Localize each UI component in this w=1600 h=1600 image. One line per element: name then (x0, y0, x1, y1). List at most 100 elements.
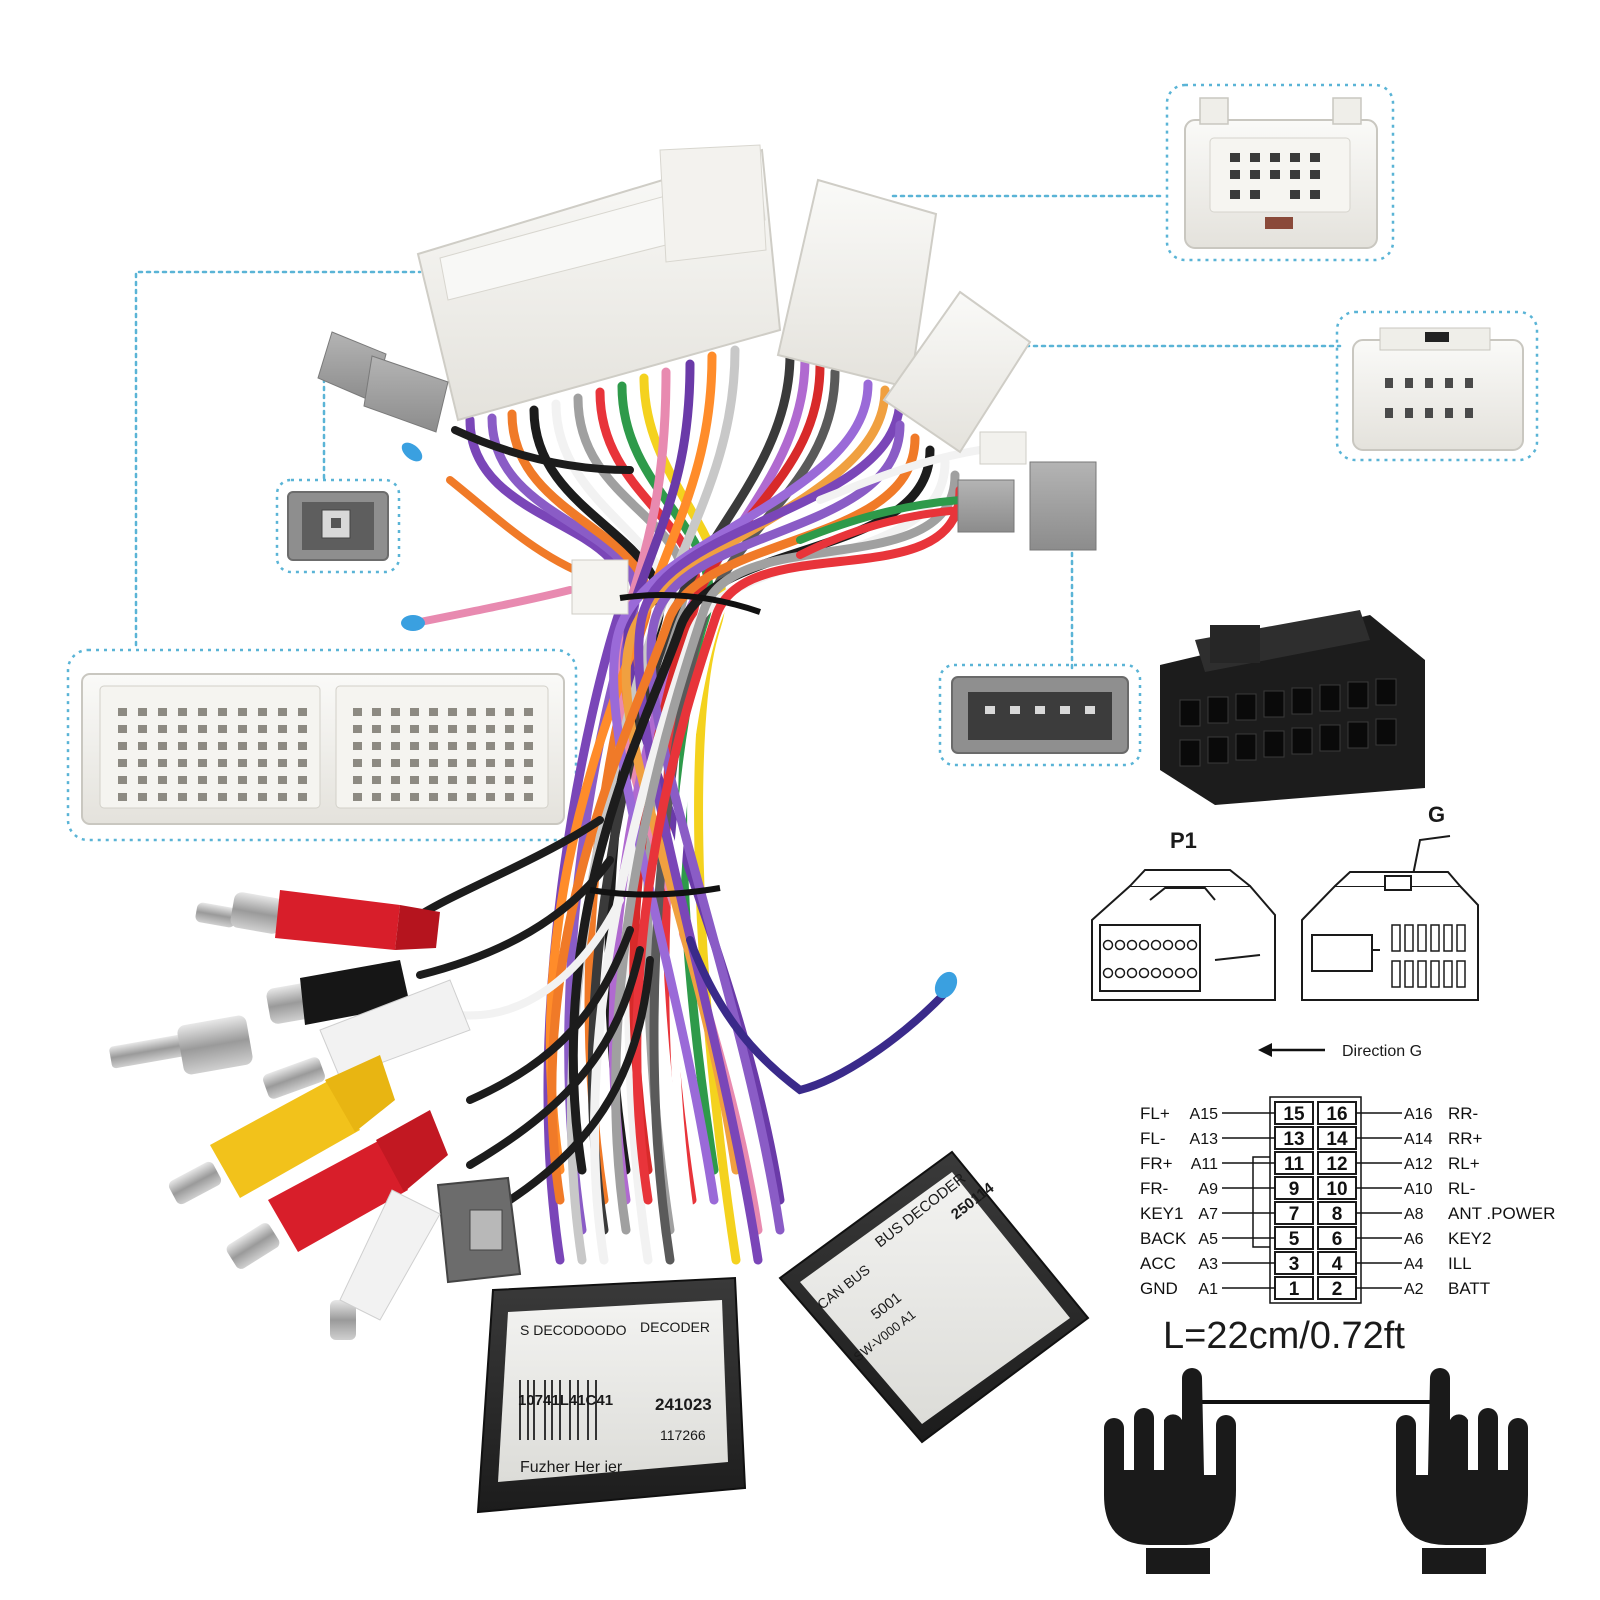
connector-pin-cavity (372, 793, 381, 801)
connector-pin-cavity (353, 742, 362, 750)
harness-wire-branch (796, 506, 964, 559)
connector-pin-cavity (238, 725, 247, 733)
connector-pin-cavity (278, 725, 287, 733)
connector-pin-cavity (178, 776, 187, 784)
g-pin-slot (1456, 924, 1466, 952)
pin-code: A13 (1190, 1131, 1219, 1148)
connector-pin-cavity (391, 725, 400, 733)
pin-code: A9 (1198, 1181, 1218, 1198)
p1-pin-hole (1114, 967, 1126, 979)
pin-signal: KEY1 (1140, 1204, 1183, 1223)
connector-pin-cavity (429, 725, 438, 733)
pin-number: 16 (1326, 1104, 1347, 1125)
pin-signal: BACK (1140, 1229, 1187, 1248)
harness-grey-connectors (317, 331, 1097, 1284)
connector-pin-cavity (372, 725, 381, 733)
pin-signal: FL- (1140, 1129, 1166, 1148)
harness-wire-branch (416, 816, 604, 919)
pin-number: 6 (1332, 1229, 1343, 1250)
p1-pin-hole (1102, 967, 1114, 979)
connector-pin-cavity (138, 759, 147, 767)
connector-pin-cavity (353, 793, 362, 801)
wire-harness (416, 345, 984, 1265)
connector-closeup-top-right (1165, 83, 1395, 262)
connector-pin-cavity (118, 725, 127, 733)
connector-pin-cavity (298, 742, 307, 750)
connector-pin-cavity (486, 793, 495, 801)
connector-pin-cavity (218, 776, 227, 784)
harness-wire-branch (506, 956, 654, 1204)
pin-code: A7 (1198, 1206, 1218, 1223)
g-pin-slot (1430, 960, 1440, 988)
connector-pin-cavity (467, 725, 476, 733)
pin-signal: KEY2 (1448, 1229, 1491, 1248)
connector-pin-cavity (372, 776, 381, 784)
pin-number: 8 (1332, 1204, 1343, 1225)
pin-number: 2 (1332, 1279, 1343, 1300)
connector-pin-cavity (505, 708, 514, 716)
connector-pin-cavity (410, 793, 419, 801)
harness-wire (609, 379, 873, 1205)
pin-number: 1 (1289, 1279, 1300, 1300)
pin-number: 12 (1326, 1154, 1347, 1175)
rca-plugs (109, 890, 471, 1340)
connector-pin-cavity (486, 708, 495, 716)
pin-number: 9 (1289, 1179, 1300, 1200)
connector-pin-cavity (158, 793, 167, 801)
connector-closeup-right-grey (938, 663, 1142, 767)
pinout-outline (1269, 1096, 1362, 1304)
connector-pin-cavity (238, 793, 247, 801)
pin-signal: ACC (1140, 1254, 1176, 1273)
harness-wire (646, 420, 905, 1235)
connector-pin-cavity (198, 708, 207, 716)
connector-pin-cavity (391, 708, 400, 716)
harness-wire-branch (816, 446, 984, 504)
pinout-key-tab (1252, 1156, 1270, 1248)
pin-number: 15 (1283, 1104, 1305, 1125)
pin-code: A5 (1198, 1231, 1218, 1248)
direction-label: Direction G (1342, 1043, 1422, 1060)
connector-pin-cavity (524, 793, 533, 801)
p1-connector-drawing: P1 (1091, 828, 1276, 1001)
p1-pin-hole (1186, 967, 1198, 979)
connector-pin-cavity (486, 776, 495, 784)
connector-pin-cavity (353, 759, 362, 767)
g-pin-slot (1443, 924, 1453, 952)
connector-pin-cavity (218, 759, 227, 767)
harness-white-connectors (416, 144, 1032, 615)
connector-pin-cavity (429, 793, 438, 801)
pin-code: A11 (1191, 1156, 1218, 1173)
connector-pin-cavity (118, 742, 127, 750)
connector-pin-cavity (298, 776, 307, 784)
connector-pin-cavity (410, 725, 419, 733)
connector-pin-cavity (448, 742, 457, 750)
connector-pin-cavity (178, 725, 187, 733)
p1-pin-hole (1162, 967, 1174, 979)
wire-probe-tips (401, 442, 958, 999)
connector-pin-cavity (238, 759, 247, 767)
pin-number: 3 (1289, 1254, 1300, 1275)
p1-pin-hole (1138, 939, 1150, 951)
p1-pin-hole (1138, 967, 1150, 979)
connector-pin-cavity (198, 742, 207, 750)
connector-pin-cavity (138, 793, 147, 801)
connector-pin-cavity (429, 759, 438, 767)
connector-pin-cavity (298, 793, 307, 801)
harness-wire-branch (451, 426, 634, 474)
connector-pin-cavity (218, 742, 227, 750)
hand-icon-left (1104, 1368, 1236, 1574)
harness-wire (634, 393, 905, 1265)
pin-code: A1 (1198, 1281, 1218, 1298)
pin-number: 10 (1326, 1179, 1347, 1200)
connector-pin-cavity (486, 725, 495, 733)
connector-pin-cavity (467, 759, 476, 767)
pin-signal: GND (1140, 1279, 1178, 1298)
connector-pin-cavity (429, 742, 438, 750)
connector-pin-cavity (218, 708, 227, 716)
connector-pin-cavity (429, 776, 438, 784)
cable-ties (589, 592, 761, 898)
connector-pin-cavity (278, 708, 287, 716)
harness-wire-branch (456, 896, 624, 1020)
connector-pin-cavity (410, 708, 419, 716)
connector-pin-cavity (258, 776, 267, 784)
